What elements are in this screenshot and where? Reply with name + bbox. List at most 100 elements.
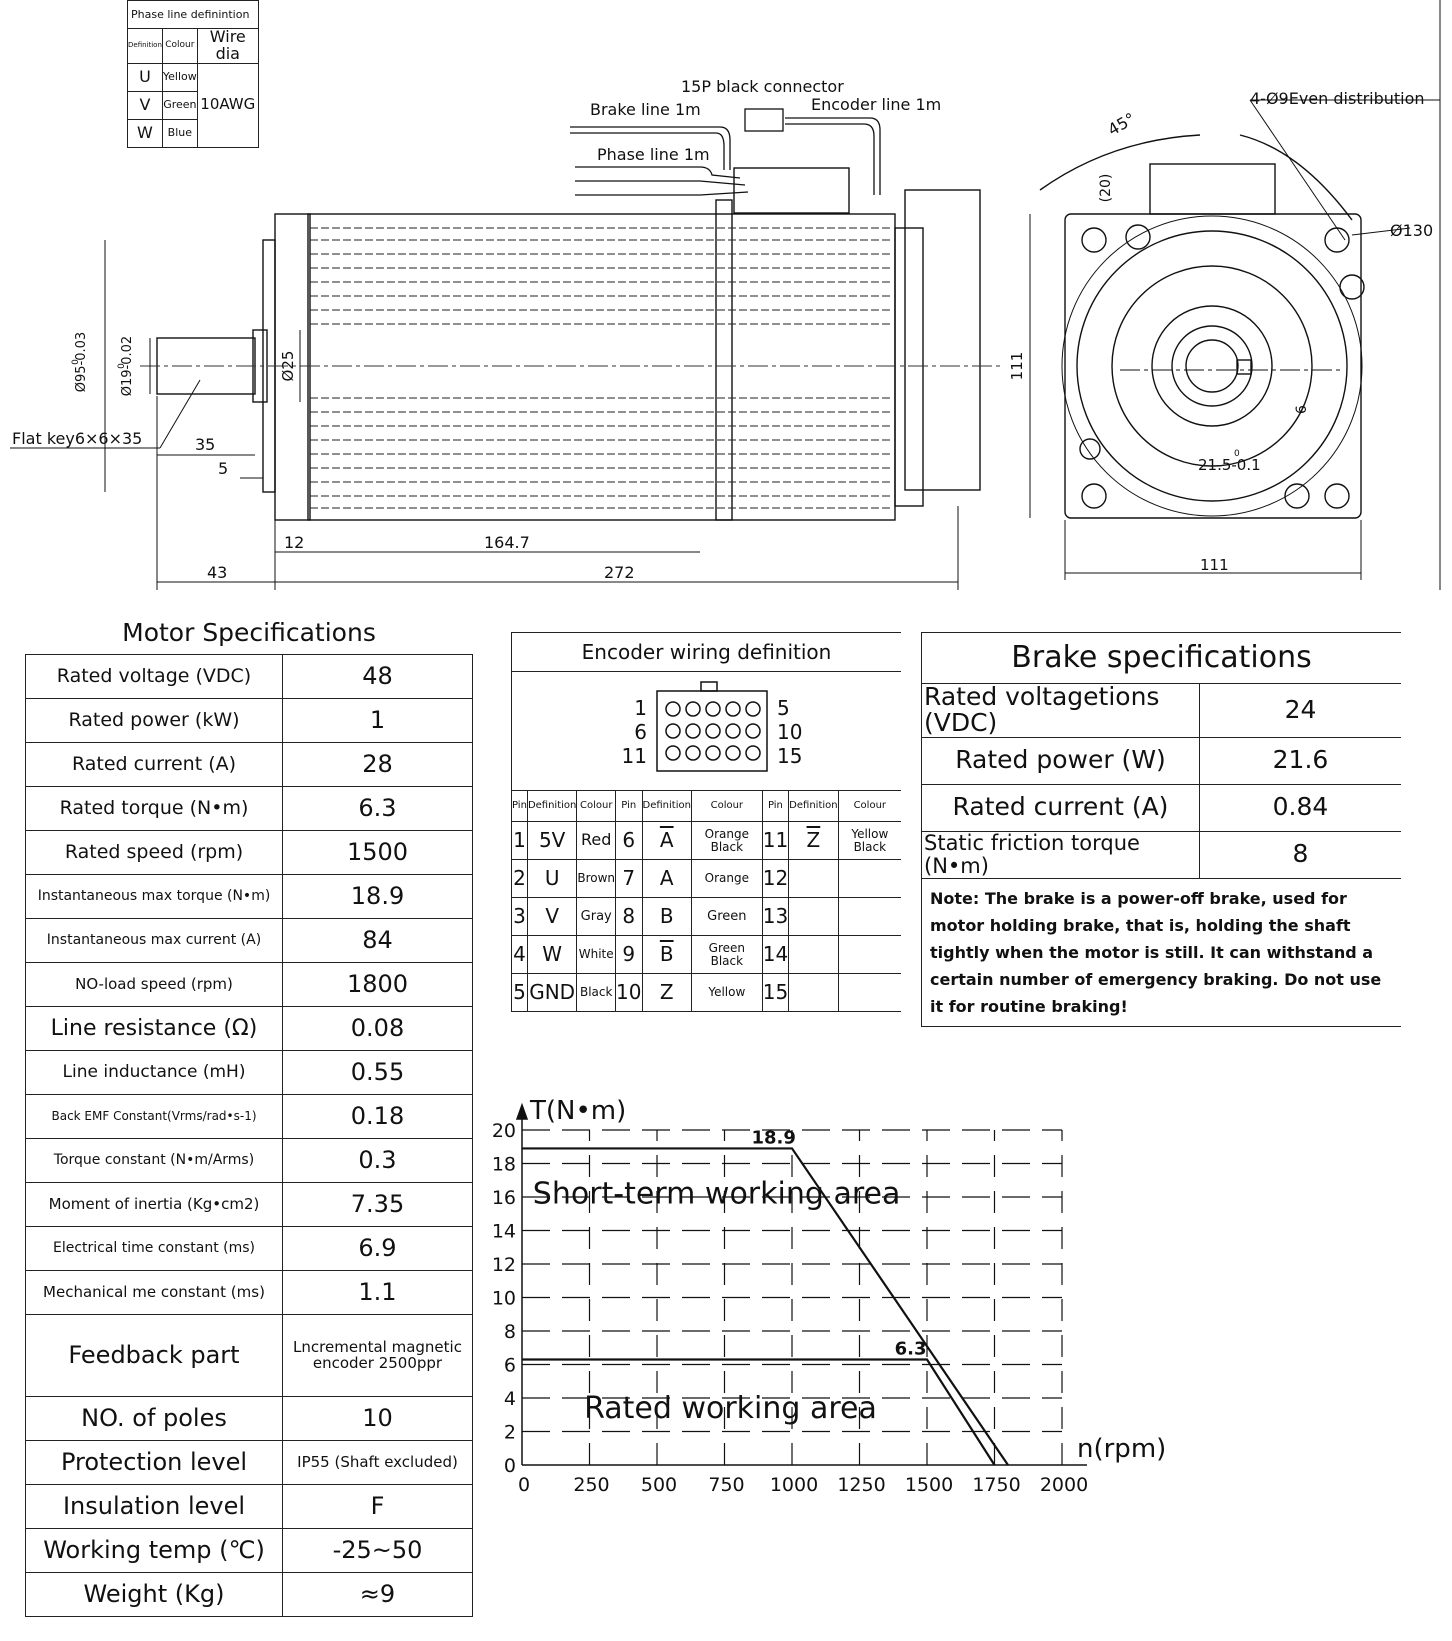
dim-d19-tol: 0 [117,363,127,369]
rated-area-label: Rated working area [584,1391,877,1426]
encoder-cell: Red [576,821,617,860]
encoder-cell: Yellow [690,973,763,1012]
phase-colour: Blue [161,118,198,148]
dim-w111: 111 [1200,556,1229,574]
encoder-header: Definition [788,790,839,822]
series-line [522,1147,1009,1466]
flat-key-label: Flat key6×6×35 [12,429,142,448]
x-tick-label: 0 [518,1474,530,1496]
phase-colour: Yellow [161,62,198,92]
encoder-cell: B [641,897,692,936]
short-term-area-label: Short-term working area [533,1177,901,1212]
encoder-cell: W [526,935,578,974]
y-tick-label: 4 [504,1388,516,1410]
spec-value: 28 [282,742,473,787]
series-line [522,1358,996,1466]
brake-note: Note: The brake is a power-off brake, us… [921,877,1401,1028]
brake-label: Rated voltagetions (VDC) [921,683,1200,738]
spec-value: ≈9 [282,1572,473,1617]
encoder-header: Pin [615,790,643,822]
encoder-cell: 13 [761,897,790,936]
x-tick-label: 750 [708,1474,744,1496]
encoder-cell [788,897,839,936]
encoder-cell: 8 [615,897,643,936]
spec-label: Instantaneous max current (A) [25,918,283,963]
chart-axes [515,1102,1087,1466]
spec-value: 48 [282,654,473,699]
y-tick-label: 10 [492,1288,516,1310]
encoder-cell: 15 [761,973,790,1012]
y-tick-label: 16 [492,1187,516,1209]
spec-value: 0.18 [282,1094,473,1139]
motor-body [307,213,896,521]
encoder-cell: 3 [511,897,528,936]
connector-label: 15P black connector [681,77,844,96]
y-tick-label: 12 [492,1254,516,1276]
encoder-wiring-table: Encoder wiring definition 1 5 6 10 11 15… [511,632,901,1012]
x-tick-label: 1250 [837,1474,885,1496]
even-distribution-label: 4-Ø9Even distribution [1250,89,1425,108]
dim-272: 272 [604,563,635,582]
encoder-cell: Brown [576,859,617,898]
phase-table-title: Phase line definintion [127,0,259,29]
dim-21-5-tol: 0 [1234,449,1240,459]
spec-label: Electrical time constant (ms) [25,1226,283,1271]
encoder-header: Pin [761,790,790,822]
encoder-header: Pin [511,790,528,822]
chart-grid [522,1129,1063,1465]
spec-value: -25~50 [282,1528,473,1573]
spec-label: Rated current (A) [25,742,283,787]
encoder-cell: 9 [615,935,643,974]
encoder-cell [788,935,839,974]
spec-value: F [282,1484,473,1529]
spec-label: Rated speed (rpm) [25,830,283,875]
y-tick-label: 18 [492,1154,516,1176]
spec-value: 1500 [282,830,473,875]
encoder-connector: 1 5 6 10 11 15 [511,671,901,791]
motor-specifications-table: Motor Specifications Rated voltage (VDC)… [25,612,473,1617]
encoder-cell: 5 [511,973,528,1012]
phase-header-wire: Wire dia [196,28,259,64]
encoder-cell: V [526,897,578,936]
encoder-cell: Z [788,821,839,860]
y-tick-label: 2 [504,1422,516,1444]
phase-colour: Green [161,90,198,120]
brake-value: 0.84 [1199,783,1401,832]
spec-label: Feedback part [25,1314,283,1397]
spec-value: 1800 [282,962,473,1007]
spec-label: Moment of inertia (Kg•cm2) [25,1182,283,1227]
x-axis-label: n(rpm) [1077,1434,1166,1464]
dim-12: 12 [284,533,304,552]
encoder-cell: 2 [511,859,528,898]
front-dimension-lines [1029,0,1441,590]
spec-label: Line inductance (mH) [25,1050,283,1095]
encoder-cell: U [526,859,578,898]
dim-164: 164.7 [484,533,530,552]
encoder-connector-diagram: 1 5 6 10 11 15 [621,681,802,772]
encoder-cell: Black [576,973,617,1012]
spec-label: Back EMF Constant(Vrms/rad•s-1) [25,1094,283,1139]
dim-d95-tol: 0 [71,359,81,365]
connector-pin-label: 1 [634,696,647,720]
y-tick-label: 8 [504,1321,516,1343]
spec-value: 6.9 [282,1226,473,1271]
brake-value: 24 [1199,683,1401,738]
y-tick-label: 20 [492,1120,516,1142]
encoder-title: Encoder wiring definition [511,632,901,672]
encoder-cell: 12 [761,859,790,898]
encoder-cell: Gray [576,897,617,936]
encoder-cell: Orange [690,859,763,898]
encoder-line-label: Encoder line 1m [811,95,941,114]
x-tick-label: 500 [641,1474,677,1496]
encoder-cell [837,935,901,974]
rear-cover [904,189,981,491]
encoder-cell [837,897,901,936]
phase-def: W [127,118,163,148]
dim-20: (20) [1098,174,1114,203]
chart-series [522,1147,1009,1466]
encoder-cell: 10 [615,973,643,1012]
connector-box [733,167,850,214]
encoder-cell: Yellow Black [837,821,901,860]
connector-pin-label: 10 [777,720,802,744]
